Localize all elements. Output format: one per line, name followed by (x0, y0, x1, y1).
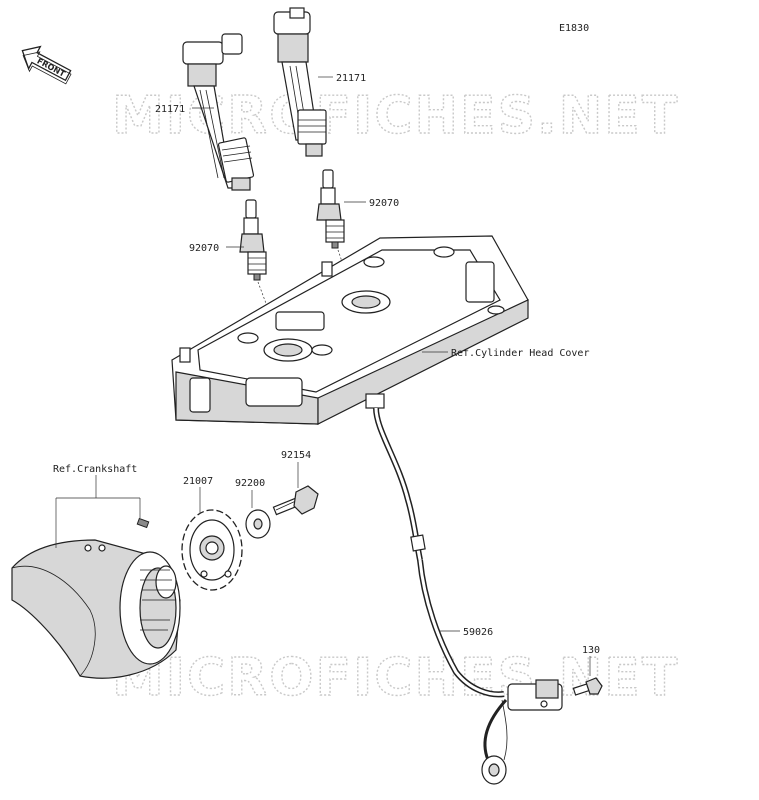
rotor-bolt (272, 485, 319, 516)
label-head-cover: Ref.Cylinder Head Cover (451, 348, 589, 359)
label-bolt-rotor: 92154 (281, 450, 311, 461)
key-pin (136, 517, 150, 529)
watermark-bottom: MICROFICHES.NET (112, 648, 679, 708)
ignition-coil-left (182, 33, 255, 191)
crankshaft (11, 539, 181, 679)
label-coil-right: 21171 (336, 73, 366, 84)
label-sensor: 59026 (463, 627, 493, 638)
label-washer: 92200 (235, 478, 265, 489)
sensor-bolt (572, 677, 603, 696)
diagram-id: E1830 (559, 23, 589, 34)
label-crankshaft: Ref.Crankshaft (53, 464, 137, 475)
pickup-sensor (365, 393, 563, 785)
label-plug-right: 92070 (369, 198, 399, 209)
cylinder-head-cover (171, 235, 529, 425)
timing-rotor (181, 509, 243, 591)
spark-plug-right (316, 169, 345, 249)
label-coil-left: 21171 (155, 104, 185, 115)
front-arrow-icon: FRONT (21, 45, 72, 85)
spark-plug-left (239, 199, 267, 281)
label-bolt-sensor: 130 (582, 645, 600, 656)
label-rotor: 21007 (183, 476, 213, 487)
ignition-coil-right (273, 7, 327, 157)
washer (245, 509, 271, 539)
label-plug-left: 92070 (189, 243, 219, 254)
